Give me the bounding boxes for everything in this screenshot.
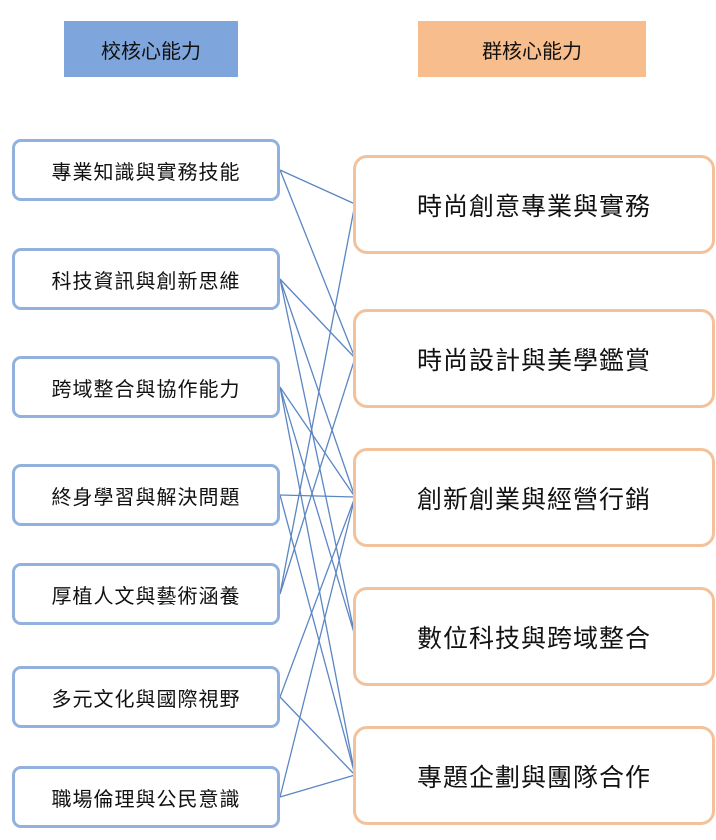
link-2-4 bbox=[279, 386, 356, 776]
link-1-3 bbox=[279, 278, 356, 637]
link-1-1 bbox=[279, 278, 356, 359]
link-4-0 bbox=[279, 203, 356, 595]
left-item-humanities-arts: 厚植人文與藝術涵養 bbox=[12, 563, 280, 625]
right-item-fashion-design: 時尚設計與美學鑑賞 bbox=[353, 309, 715, 408]
right-item-fashion-creative: 時尚創意專業與實務 bbox=[353, 155, 715, 254]
group-core-competency-header: 群核心能力 bbox=[418, 21, 646, 77]
link-6-2 bbox=[279, 496, 356, 798]
link-0-0 bbox=[279, 169, 356, 205]
link-3-2 bbox=[279, 494, 356, 498]
link-2-3 bbox=[279, 386, 356, 637]
left-item-lifelong-learning: 終身學習與解決問題 bbox=[12, 464, 280, 526]
link-4-1 bbox=[279, 357, 356, 595]
right-item-digital-tech: 數位科技與跨域整合 bbox=[353, 587, 715, 686]
link-0-1 bbox=[279, 169, 356, 359]
left-item-professional-knowledge: 專業知識與實務技能 bbox=[12, 139, 280, 201]
right-item-project-teamwork: 專題企劃與團隊合作 bbox=[353, 726, 715, 825]
left-item-multicultural: 多元文化與國際視野 bbox=[12, 666, 280, 728]
school-core-competency-header: 校核心能力 bbox=[64, 21, 238, 77]
left-item-workplace-ethics: 職場倫理與公民意識 bbox=[12, 766, 280, 828]
right-item-entrepreneurship: 創新創業與經營行銷 bbox=[353, 448, 715, 547]
link-3-4 bbox=[279, 494, 356, 776]
link-5-2 bbox=[279, 496, 356, 698]
left-item-tech-innovation: 科技資訊與創新思維 bbox=[12, 248, 280, 310]
link-5-4 bbox=[279, 696, 356, 776]
link-6-4 bbox=[279, 774, 356, 798]
link-2-2 bbox=[279, 386, 356, 498]
link-1-2 bbox=[279, 278, 356, 498]
left-item-cross-domain: 跨域整合與協作能力 bbox=[12, 356, 280, 418]
